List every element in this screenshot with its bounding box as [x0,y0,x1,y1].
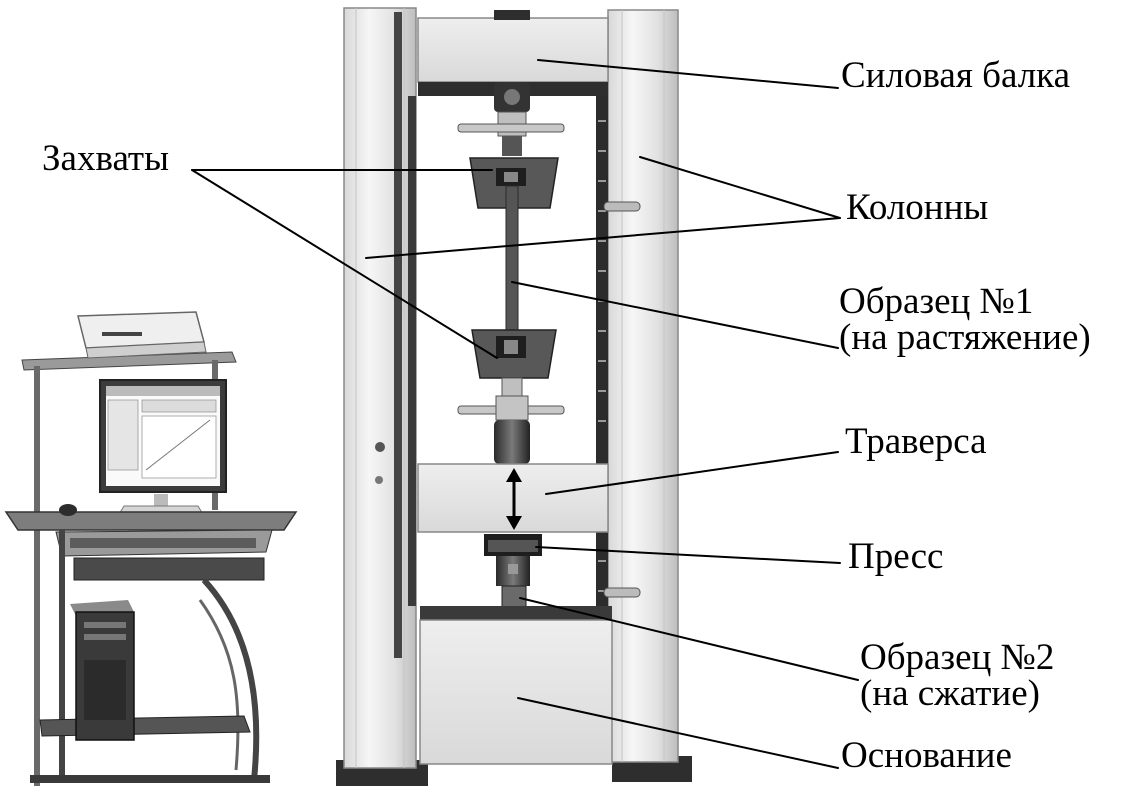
label-base-text: Основание [841,735,1012,776]
leader-crosshead [545,451,839,495]
label-grips-text: Захваты [42,138,169,179]
label-crosshead: Траверса [845,421,987,462]
leader-base [517,697,839,769]
limit-stop-upper [603,201,641,212]
label-crosshead-text: Траверса [845,421,987,462]
label-columns: Колонны [846,187,989,228]
leader-press [535,546,841,564]
leader-columns-right [639,156,841,219]
label-grips: Захваты [42,138,169,179]
label-columns-text: Колонны [846,187,989,228]
lower-grip [457,329,565,464]
desk-lower-drawer [73,557,265,581]
limit-stop-lower [603,587,641,598]
testing-machine [336,7,692,786]
specimen-2 [501,585,527,609]
label-press: Пресс [848,536,944,577]
leader-specimen-2 [519,597,859,681]
specimen-1 [505,185,519,337]
leader-grips-lower [191,169,498,359]
label-power-beam-text: Силовая балка [841,55,1070,96]
monitor [99,379,227,517]
leader-specimen-1 [511,281,839,349]
desk-leg-curve [201,577,260,781]
travel-arrow [506,468,522,530]
compression-press [484,534,542,586]
leader-lines [191,59,859,769]
computer-desk [4,311,298,786]
upper-load-cell [457,82,565,156]
leader-columns-left [365,217,841,259]
desk-main-top [4,511,298,531]
label-base: Основание [841,735,1012,776]
mouse [59,504,77,516]
desk-post-left [34,366,40,786]
label-press-text: Пресс [848,536,944,577]
printer [77,311,207,359]
pc-tower [70,600,135,741]
label-specimen-2-line2: (на сжатие) [860,673,1040,714]
label-specimen-1-line1: Образец №1 [839,281,1034,322]
left-column [343,7,417,769]
desk-lower-shelf [39,715,251,737]
label-specimen-2-line1: Образец №2 [860,637,1055,678]
right-column [607,9,679,763]
machine-base [419,606,613,765]
desk-leg-curve-inner [198,599,240,771]
leader-power-beam [537,59,839,89]
label-specimen-1-line2: (на растяжение) [839,317,1091,358]
label-specimen-1: Образец №1 (на растяжение) [839,281,1091,358]
top-beam [417,10,609,96]
label-power-beam: Силовая балка [841,55,1070,96]
left-guide-rail [408,96,416,606]
label-specimen-2: Образец №2 (на сжатие) [860,637,1055,714]
